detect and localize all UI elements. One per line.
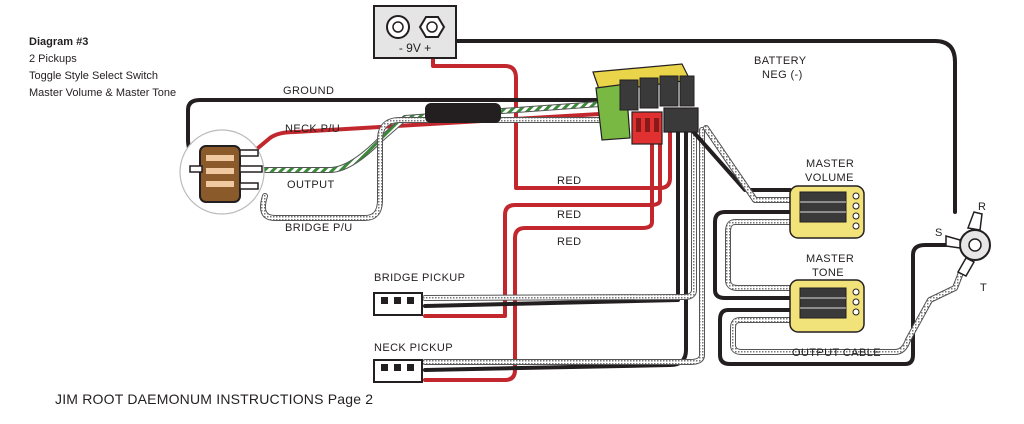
battery-terminal-neg-inner	[392, 21, 404, 33]
jack-center	[968, 238, 982, 252]
toggle-switch-lug-left	[189, 165, 203, 173]
tone-pot-pad-3	[852, 308, 860, 316]
label-output-cable: OUTPUT CABLE	[792, 347, 881, 359]
label-bridge-pu: BRIDGE P/U	[285, 222, 353, 234]
header-block-1	[619, 79, 639, 111]
tone-lead-outer	[725, 219, 793, 291]
label-battery-neg-1: BATTERY	[754, 55, 807, 67]
toggle-switch-stripe-3	[206, 181, 234, 187]
tone-pot-pad-1	[852, 288, 860, 296]
jack-lug-r	[966, 211, 983, 231]
label-jack-t: T	[980, 282, 987, 294]
labels: GROUND NECK P/U OUTPUT BRIDGE P/U BATTER…	[283, 55, 987, 359]
volume-pot-pad-1	[852, 192, 860, 200]
toggle-switch-lug-top	[239, 149, 259, 157]
header-line-2: Toggle Style Select Switch	[29, 70, 159, 82]
label-red-1: RED	[557, 175, 581, 187]
header-red-plug-slot-1	[636, 118, 641, 132]
neck-pickup-pin-3	[407, 364, 414, 371]
tone-lead	[726, 220, 792, 290]
battery-clip: - 9V +	[373, 5, 457, 59]
solderless-header	[592, 63, 699, 145]
bridge-pu-wire	[261, 118, 602, 220]
bridge-pickup-pin-1	[381, 297, 388, 304]
toggle-switch-stripe-1	[206, 155, 234, 161]
neck-shield-lead	[423, 128, 704, 364]
battery-label: - 9V +	[399, 41, 431, 55]
label-master-volume-2: VOLUME	[805, 172, 854, 184]
label-bridge-pickup: BRIDGE PICKUP	[374, 272, 465, 284]
red-lead-2	[423, 130, 654, 382]
diagram-header: Diagram #3 2 Pickups Toggle Style Select…	[29, 34, 176, 102]
label-neck-pickup: NECK PICKUP	[374, 342, 453, 354]
volume-pot-header	[799, 191, 847, 223]
label-master-tone-1: MASTER	[806, 253, 854, 265]
header-line-1: 2 Pickups	[29, 53, 77, 65]
header-block-4	[679, 75, 695, 107]
tone-pot-header	[799, 287, 847, 319]
toggle-switch-lug-bot	[239, 182, 259, 190]
label-jack-r: R	[978, 201, 986, 213]
master-volume-pot	[789, 185, 865, 239]
header-red-plug-slot-2	[645, 118, 650, 132]
volume-pot-pad-3	[852, 212, 860, 220]
toggle-switch-stripe-2	[206, 168, 234, 174]
battery-terminal-pos-inner	[426, 21, 438, 33]
label-battery-neg-2: NEG (-)	[762, 69, 803, 81]
neck-pu-wire	[256, 112, 602, 150]
volume-to-tone-lead	[713, 210, 792, 300]
label-ground: GROUND	[283, 85, 334, 97]
volume-lead-2	[704, 126, 792, 202]
label-neck-pu: NECK P/U	[285, 123, 340, 135]
heatshrink-sleeve	[425, 103, 501, 123]
label-output: OUTPUT	[287, 179, 335, 191]
label-jack-s: S	[935, 227, 943, 239]
neck-ground-lead	[423, 128, 688, 372]
label-red-2: RED	[557, 209, 581, 221]
header-red-plug-slot-3	[654, 118, 659, 132]
header-block-2	[639, 77, 659, 109]
red-lead-1	[423, 130, 662, 318]
bridge-pickup-pin-2	[394, 297, 401, 304]
toggle-switch-lug-mid	[239, 165, 263, 173]
toggle-switch	[179, 129, 265, 215]
header-line-3: Master Volume & Master Tone	[29, 87, 177, 99]
bridge-pickup-connector	[373, 292, 423, 316]
output-cable-shield	[731, 268, 964, 354]
diagram-title: Diagram #3	[29, 36, 89, 48]
battery-neg-wire	[453, 39, 957, 214]
neck-pickup-pin-2	[394, 364, 401, 371]
header-block-3	[659, 75, 679, 107]
jack-lug-t	[956, 257, 976, 277]
header-black-plug	[663, 107, 699, 133]
bridge-pickup-pin-3	[407, 297, 414, 304]
label-master-volume-1: MASTER	[806, 158, 854, 170]
wires	[186, 39, 965, 382]
neck-pickup-connector	[373, 359, 423, 383]
label-master-tone-2: TONE	[812, 267, 844, 279]
label-red-3: RED	[557, 236, 581, 248]
jack-lug-s	[945, 235, 961, 249]
volume-pot-pad-4	[852, 222, 860, 230]
output-jack	[945, 211, 991, 277]
tone-pot-pad-2	[852, 298, 860, 306]
battery-pos-wire	[431, 56, 672, 190]
neck-pickup-pin-1	[381, 364, 388, 371]
page-footer: JIM ROOT DAEMONUM INSTRUCTIONS Page 2	[55, 391, 374, 407]
master-tone-pot	[789, 279, 865, 333]
volume-pot-pad-2	[852, 202, 860, 210]
bridge-shield-lead	[423, 128, 696, 300]
output-cable-black	[718, 243, 950, 366]
